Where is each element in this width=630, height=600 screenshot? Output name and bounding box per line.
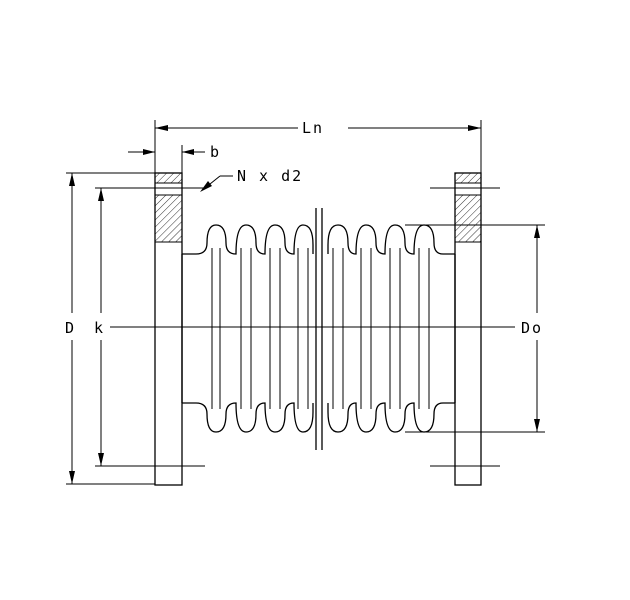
- label-bolt-holes: N x d2: [237, 167, 303, 185]
- dimension-ln: Ln: [155, 119, 481, 137]
- label-do: Do: [521, 319, 543, 337]
- label-b: b: [210, 143, 221, 161]
- right-flange: [454, 172, 482, 486]
- left-flange: [154, 172, 183, 486]
- break-lines: [315, 208, 323, 450]
- dimension-b: b: [128, 143, 221, 161]
- dimension-k: k: [94, 188, 105, 466]
- bellows-bottom-profile: [182, 402, 455, 433]
- dimension-do: Do: [521, 225, 543, 432]
- dimension-d: D: [65, 173, 76, 484]
- label-k: k: [94, 319, 105, 337]
- leader-bolt-holes: N x d2: [200, 167, 303, 192]
- bellows-top-profile: [182, 224, 455, 255]
- label-d: D: [65, 319, 76, 337]
- label-ln: Ln: [302, 119, 324, 137]
- bellows: [181, 224, 456, 433]
- extension-lines: [66, 120, 545, 485]
